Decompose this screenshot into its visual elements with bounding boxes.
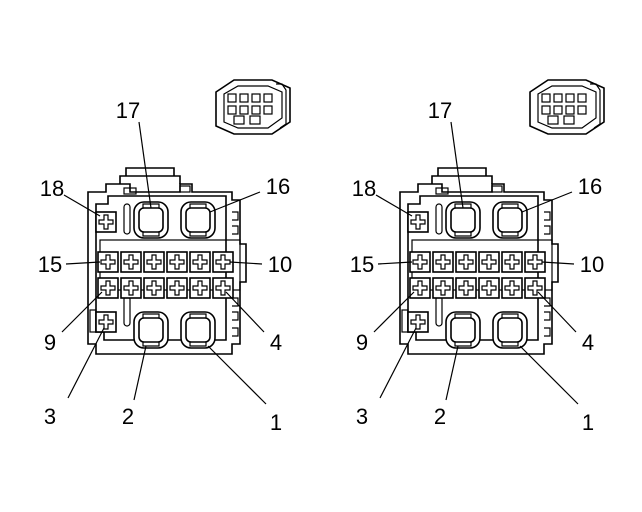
left-leader-3 <box>67 327 105 399</box>
right-connector-diagram: 17 18 16 15 10 9 4 3 2 1 <box>350 79 605 435</box>
right-leader-10 <box>541 261 575 265</box>
right-leader-1 <box>519 345 579 405</box>
right-leader-4 <box>537 291 577 333</box>
left-terminal-row-upper <box>97 251 234 273</box>
left-terminal-1 <box>180 311 216 349</box>
left-pin-label-1: 1 <box>270 410 282 435</box>
left-leader-9 <box>61 291 103 333</box>
right-pin-label-16: 16 <box>578 174 602 199</box>
left-leader-10 <box>229 261 263 265</box>
right-terminal-row-lower <box>409 277 546 299</box>
right-terminal-2 <box>445 311 481 349</box>
left-leader-1 <box>207 345 267 405</box>
left-connector-thumbnail-icon <box>215 79 291 135</box>
right-leader-17 <box>450 121 464 209</box>
left-pin-label-17: 17 <box>116 98 140 123</box>
left-leader-2 <box>133 345 147 401</box>
right-leader-2 <box>445 345 459 401</box>
right-pin-label-4: 4 <box>582 330 594 355</box>
right-pin-label-15: 15 <box>350 252 374 277</box>
right-pin-label-3: 3 <box>356 404 368 429</box>
left-pin-label-10: 10 <box>268 252 292 277</box>
right-pin-label-2: 2 <box>434 404 446 429</box>
right-leader-16 <box>521 191 573 213</box>
right-terminal-16 <box>492 201 528 239</box>
right-pin-label-17: 17 <box>428 98 452 123</box>
right-pin-label-10: 10 <box>580 252 604 277</box>
left-connector-diagram: 17 18 16 15 10 9 4 3 2 1 <box>38 79 292 435</box>
left-leader-18 <box>63 194 101 217</box>
right-pin-label-18: 18 <box>352 176 376 201</box>
right-connector-thumbnail-icon <box>529 79 605 135</box>
left-terminal-3 <box>95 311 117 333</box>
right-terminal-row-upper <box>409 251 546 273</box>
left-leader-4 <box>225 291 265 333</box>
right-terminal-1 <box>492 311 528 349</box>
right-terminal-3 <box>407 311 429 333</box>
left-terminal-row-lower <box>97 277 234 299</box>
left-pin-label-2: 2 <box>122 404 134 429</box>
left-pin-label-18: 18 <box>40 176 64 201</box>
left-pin-label-15: 15 <box>38 252 62 277</box>
right-pin-label-9: 9 <box>356 330 368 355</box>
left-terminal-16 <box>180 201 216 239</box>
right-leader-15 <box>377 261 413 265</box>
left-leader-15 <box>65 261 101 265</box>
left-leader-17 <box>138 121 152 209</box>
left-pin-label-9: 9 <box>44 330 56 355</box>
left-pin-label-4: 4 <box>270 330 282 355</box>
left-terminal-2 <box>133 311 169 349</box>
right-leader-3 <box>379 327 417 399</box>
right-leader-9 <box>373 291 415 333</box>
right-leader-18 <box>375 194 413 217</box>
left-pin-label-16: 16 <box>266 174 290 199</box>
right-pin-label-1: 1 <box>582 410 594 435</box>
left-leader-16 <box>209 191 261 213</box>
left-pin-label-3: 3 <box>44 404 56 429</box>
